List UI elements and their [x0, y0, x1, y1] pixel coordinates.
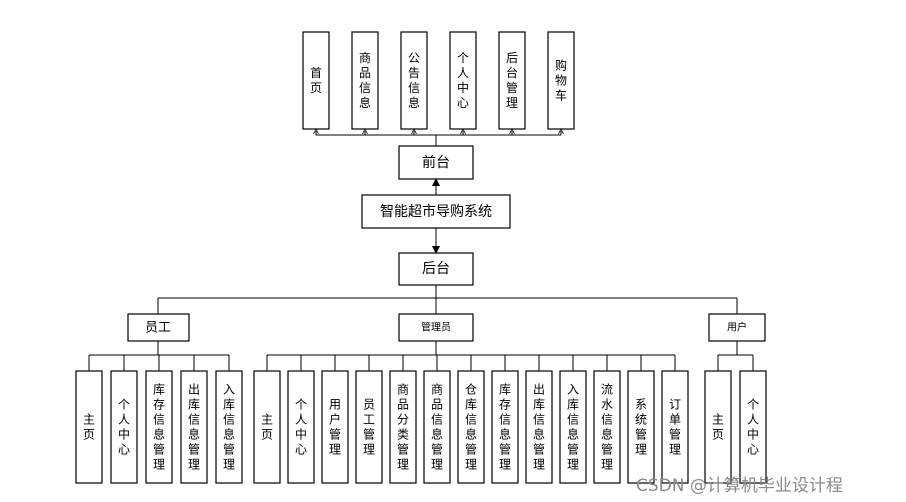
- csdn-watermark: CSDN @计算机毕业设计程: [636, 476, 843, 496]
- role-user: 用户: [708, 313, 766, 342]
- role-0-module-5: 入库信息管理: [215, 370, 243, 484]
- root-label: 智能超市导购系统: [380, 203, 492, 220]
- role-0-module-4-label: 出库信息管理: [188, 383, 200, 472]
- role-1-module-12-label: 系统管理: [635, 398, 647, 457]
- backend-modules: 主页 个人中心 库存信息管理 出库信息管理 入库信息管理 主页 个人中心 用户管理 员工管理 商品…: [75, 370, 767, 484]
- role-1-module-9: 出库信息管理: [525, 370, 553, 484]
- role-0-module-3-label: 库存信息管理: [153, 382, 165, 472]
- role-1-module-8: 库存信息管理: [491, 370, 519, 484]
- backend-label: 后台: [422, 261, 450, 277]
- frontend-node: 前台: [398, 145, 474, 180]
- role-user-label: 用户: [727, 321, 747, 334]
- frontend-module-5: 后台管理: [498, 31, 526, 130]
- role-1-module-1: 主页: [253, 370, 281, 484]
- role-1-module-4-label: 员工管理: [363, 398, 375, 457]
- role-admin-label: 管理员: [421, 321, 451, 334]
- root-node: 智能超市导购系统: [361, 194, 511, 229]
- role-2-module-1: 主页: [704, 370, 732, 484]
- frontend-module-1: 首页: [302, 31, 330, 130]
- role-1-module-11-label: 流水信息管理: [601, 383, 613, 472]
- frontend-modules: 首页 商品信息 公告信息 个人中心 后台管理 购物车: [302, 31, 575, 130]
- role-1-module-13-label: 订单管理: [669, 398, 681, 457]
- role-2-module-1-label: 主页: [712, 413, 724, 442]
- role-1-module-6-label: 商品信息管理: [431, 382, 443, 472]
- role-2-module-2-label: 个人中心: [747, 398, 759, 457]
- role-0-module-4: 出库信息管理: [180, 370, 208, 484]
- role-employee-label: 员工: [145, 321, 171, 336]
- frontend-module-6: 购物车: [547, 31, 575, 130]
- role-1-module-4: 员工管理: [355, 370, 383, 484]
- role-1-module-1-label: 主页: [261, 413, 273, 442]
- frontend-module-3: 公告信息: [400, 31, 428, 130]
- role-1-module-10: 入库信息管理: [559, 370, 587, 484]
- role-1-module-5-label: 商品分类管理: [397, 382, 409, 472]
- frontend-module-6-label: 购物车: [555, 58, 567, 103]
- frontend-module-1-label: 首页: [310, 66, 322, 95]
- role-employee: 员工: [127, 313, 190, 342]
- frontend-module-4-label: 个人中心: [457, 51, 469, 110]
- role-1-module-3: 用户管理: [321, 370, 349, 484]
- role-1-module-5: 商品分类管理: [389, 370, 417, 484]
- role-1-module-13: 订单管理: [661, 370, 689, 484]
- role-1-module-12: 系统管理: [627, 370, 655, 484]
- role-0-module-1-label: 主页: [83, 413, 95, 442]
- role-0-module-5-label: 入库信息管理: [223, 383, 235, 472]
- role-1-module-10-label: 入库信息管理: [567, 383, 579, 472]
- role-1-module-6: 商品信息管理: [423, 370, 451, 484]
- frontend-module-5-label: 后台管理: [506, 51, 518, 110]
- role-1-module-3-label: 用户管理: [329, 398, 341, 457]
- role-0-module-2-label: 个人中心: [118, 398, 130, 457]
- role-admin: 管理员: [398, 313, 474, 342]
- role-1-module-9-label: 出库信息管理: [533, 383, 545, 472]
- frontend-label: 前台: [422, 154, 450, 171]
- role-1-module-7: 仓库信息管理: [457, 370, 485, 484]
- role-0-module-2: 个人中心: [110, 370, 138, 484]
- role-1-module-7-label: 仓库信息管理: [465, 383, 477, 472]
- role-0-module-3: 库存信息管理: [145, 370, 173, 484]
- backend-node: 后台: [398, 252, 474, 286]
- role-1-module-2-label: 个人中心: [295, 398, 307, 457]
- role-2-module-2: 个人中心: [739, 370, 767, 484]
- role-1-module-2: 个人中心: [287, 370, 315, 484]
- frontend-module-2-label: 商品信息: [359, 50, 371, 110]
- role-1-module-8-label: 库存信息管理: [499, 382, 511, 472]
- role-1-module-11: 流水信息管理: [593, 370, 621, 484]
- frontend-module-3-label: 公告信息: [408, 51, 420, 110]
- frontend-module-2: 商品信息: [351, 31, 379, 130]
- role-0-module-1: 主页: [75, 370, 103, 484]
- connector-lines: [88, 131, 754, 371]
- frontend-module-4: 个人中心: [449, 31, 477, 130]
